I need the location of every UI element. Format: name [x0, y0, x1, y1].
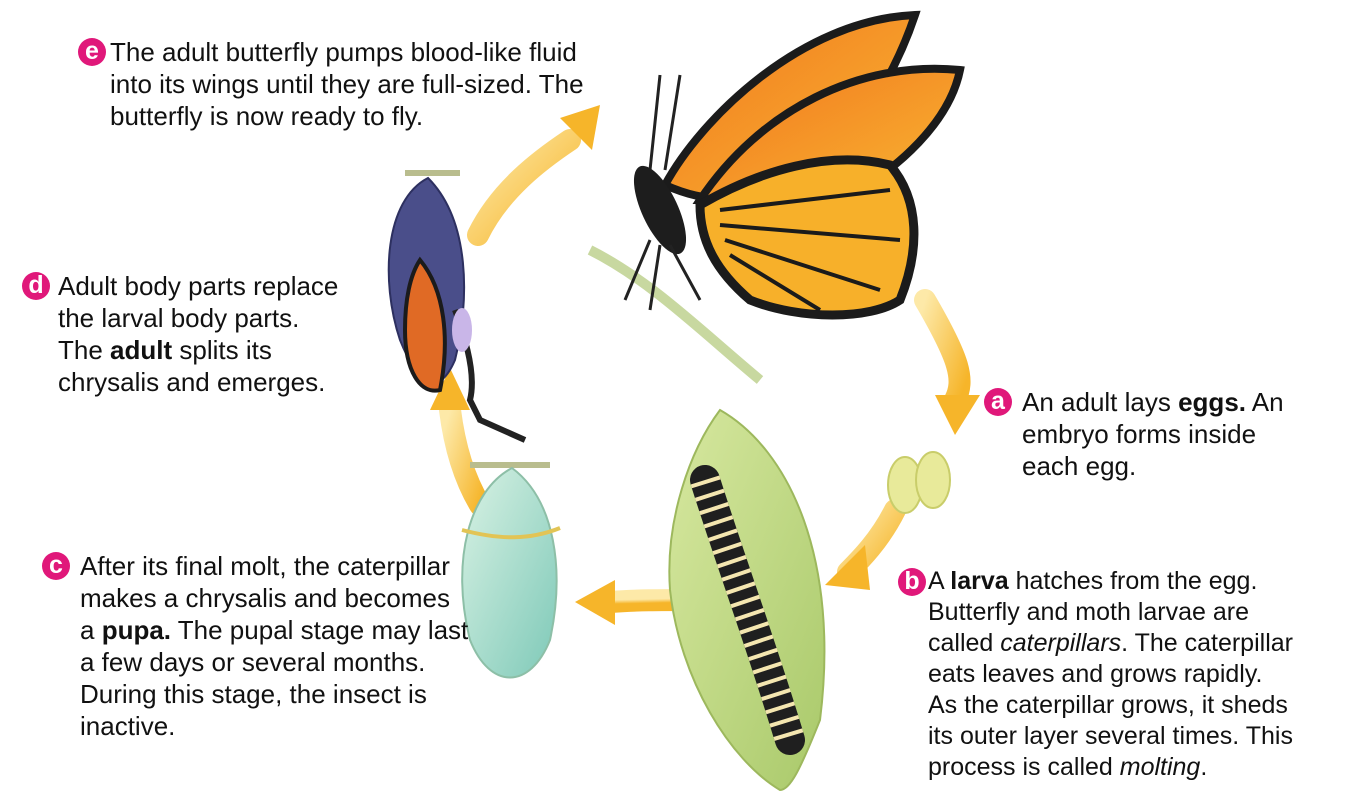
chrysalis-shell-remnant [452, 308, 472, 352]
caption-line: the larval body parts. [58, 302, 338, 334]
term-eggs: eggs. [1178, 387, 1246, 417]
arrow-head-b [825, 545, 870, 590]
caption-line: each egg. [1022, 450, 1284, 482]
stage-b-badge: b [898, 568, 926, 596]
stage-d-caption: d Adult body parts replace the larval bo… [58, 270, 338, 398]
arrow-chrysalis-to-butterfly [478, 140, 570, 235]
term-molting: molting [1120, 753, 1201, 781]
caption-line: chrysalis and emerges. [58, 366, 338, 398]
caterpillar-illustration [669, 410, 824, 790]
caption-line: Adult body parts replace [58, 270, 338, 302]
caption-line: a pupa. The pupal stage may last [80, 614, 468, 646]
arrow-head-a [935, 395, 980, 435]
caption-line: During this stage, the insect is [80, 678, 468, 710]
stage-c-caption: c After its final molt, the caterpillar … [80, 550, 468, 742]
caption-line: eats leaves and grows rapidly. [928, 659, 1293, 690]
stage-a-badge: a [984, 388, 1012, 416]
caption-line: The adult splits its [58, 334, 338, 366]
caption-line: process is called molting. [928, 752, 1293, 783]
caption-line: Butterfly and moth larvae are [928, 597, 1293, 628]
caption-line: The adult butterfly pumps blood-like flu… [110, 36, 584, 68]
caption-line: its outer layer several times. This [928, 721, 1293, 752]
caption-line: into its wings until they are full-sized… [110, 68, 584, 100]
term-adult: adult [110, 335, 172, 365]
stage-e-caption: e The adult butterfly pumps blood-like f… [110, 36, 584, 132]
caption-line: a few days or several months. [80, 646, 468, 678]
term-pupa: pupa. [102, 615, 171, 645]
arrow-pupa-to-adult [450, 410, 480, 505]
eggs-illustration [888, 452, 950, 513]
caption-line: After its final molt, the caterpillar [80, 550, 468, 582]
stage-a-caption: a An adult lays eggs. An embryo forms in… [1022, 386, 1284, 482]
emerging-stem [405, 170, 460, 176]
caption-line: embryo forms inside [1022, 418, 1284, 450]
arrow-head-c [575, 580, 615, 625]
term-caterpillars: caterpillars [1000, 629, 1121, 657]
caption-line: butterfly is now ready to fly. [110, 100, 584, 132]
antenna [650, 75, 680, 170]
caption-line: inactive. [80, 710, 468, 742]
stage-b-caption: b A larva hatches from the egg. Butterfl… [928, 566, 1293, 783]
caption-line: makes a chrysalis and becomes [80, 582, 468, 614]
caption-line: As the caterpillar grows, it sheds [928, 690, 1293, 721]
stage-d-badge: d [22, 272, 50, 300]
term-larva: larva [950, 567, 1008, 595]
stage-e-badge: e [78, 38, 106, 66]
egg-2 [916, 452, 950, 508]
caption-line: A larva hatches from the egg. [928, 566, 1293, 597]
butterfly-illustration [590, 15, 960, 380]
arrow-adult-to-egg [925, 300, 960, 400]
caption-line: called caterpillars. The caterpillar [928, 628, 1293, 659]
stage-c-badge: c [42, 552, 70, 580]
pupa-stem [470, 462, 550, 468]
caption-line: An adult lays eggs. An [1022, 386, 1284, 418]
